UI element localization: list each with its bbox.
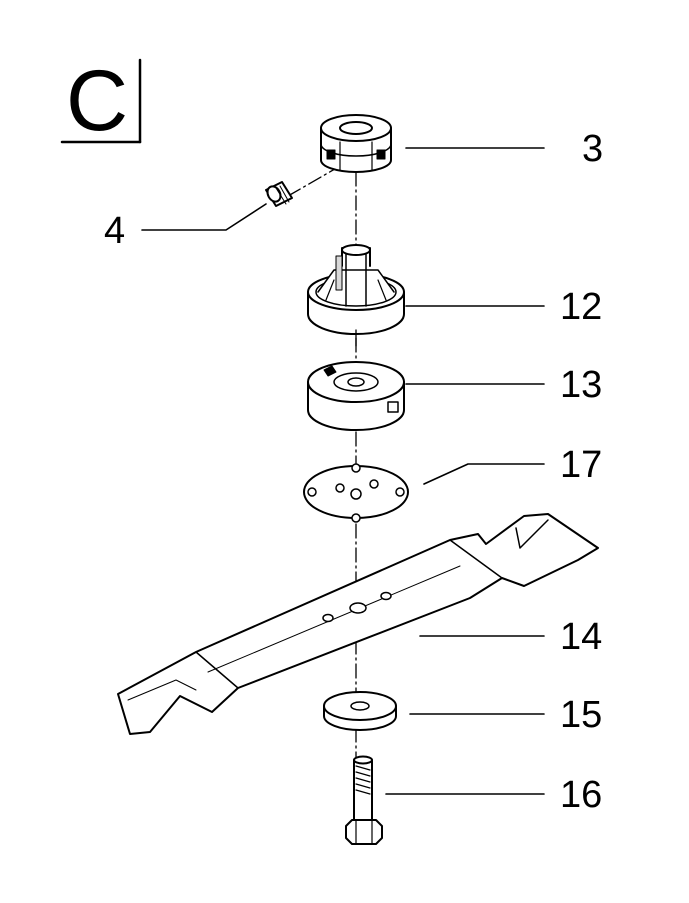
stiffener-plate — [303, 463, 409, 523]
washer — [323, 691, 397, 731]
leader-4 — [141, 203, 267, 231]
callout-12: 12 — [560, 286, 603, 328]
callout-15: 15 — [560, 694, 603, 736]
drive-disc — [307, 361, 405, 431]
callout-13: 13 — [560, 364, 603, 406]
callout-14: 14 — [560, 616, 603, 658]
section-letter: C — [66, 53, 129, 149]
blade-adapter — [307, 244, 405, 347]
callout-3: 3 — [582, 128, 604, 170]
callout-17: 17 — [560, 444, 603, 486]
callout-16: 16 — [560, 774, 603, 816]
callout-4: 4 — [104, 210, 126, 252]
hub-cap — [320, 114, 392, 173]
leader-lines — [141, 147, 545, 795]
section-frame — [60, 58, 142, 144]
blade — [117, 513, 599, 735]
blade-bolt — [345, 755, 383, 845]
set-screw — [265, 181, 293, 207]
leader-17 — [423, 463, 545, 485]
